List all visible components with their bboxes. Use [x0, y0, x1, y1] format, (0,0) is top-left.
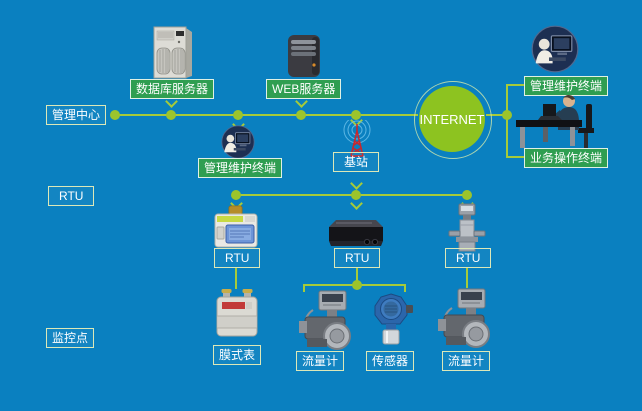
rtu-turbine-meter-icon: [448, 203, 486, 252]
node-dot: [352, 280, 362, 290]
row-label-management-center: 管理中心: [46, 105, 107, 125]
row-label-rtu: RTU: [48, 186, 95, 206]
database-server-icon: [153, 26, 192, 79]
node-dot: [351, 190, 361, 200]
business-terminal-icon: [516, 95, 594, 148]
flow-meter-left-label: 流量计: [296, 351, 345, 371]
node-dot: [462, 190, 472, 200]
connector-branch-right-tick: [404, 284, 406, 292]
management-terminal-icon: [221, 125, 255, 159]
connector-rtu3-down: [466, 267, 468, 288]
base-station-label: 基站: [333, 152, 380, 172]
node-dot: [296, 110, 306, 120]
sensor-icon: [374, 293, 413, 345]
web-server-label: WEB服务器: [266, 79, 342, 99]
connector-internet-right: [486, 114, 507, 116]
sensor-label: 传感器: [366, 351, 415, 371]
rtu-dtu-box-icon: [329, 220, 383, 246]
connector-terminal-bracket: [506, 84, 508, 158]
row-label-monitoring-point: 监控点: [46, 328, 95, 348]
internet-node: INTERNET: [419, 86, 485, 152]
arrow-down-icon: [350, 177, 363, 190]
internet-ring: [414, 81, 492, 159]
management-terminal-center-label: 管理维护终端: [198, 158, 283, 178]
flow-meter-right-label: 流量计: [442, 351, 491, 371]
connector-bracket-top-stub: [506, 84, 524, 86]
node-dot: [231, 190, 241, 200]
membrane-meter-icon: [216, 289, 258, 337]
connector-branch-left-tick: [303, 284, 305, 292]
node-dot: [502, 110, 512, 120]
database-server-label: 数据库服务器: [130, 79, 215, 99]
node-dot: [351, 110, 361, 120]
management-terminal-right-label: 管理维护终端: [524, 76, 609, 96]
web-server-icon: [288, 35, 320, 77]
flow-meter-right-icon: [438, 288, 490, 348]
rtu3-label: RTU: [445, 248, 492, 268]
flow-meter-left-icon: [299, 290, 351, 350]
rtu-smart-meter-icon: [214, 205, 258, 248]
membrane-meter-label: 膜式表: [213, 345, 262, 365]
connector-bracket-bottom-stub: [506, 156, 524, 158]
business-terminal-label: 业务操作终端: [524, 148, 609, 168]
rtu1-label: RTU: [214, 248, 261, 268]
management-terminal-right-icon: [531, 25, 579, 73]
rtu2-label: RTU: [334, 248, 381, 268]
connector-management-bus: [115, 114, 418, 116]
connector-rtu2-down: [356, 267, 358, 285]
node-dot: [233, 110, 243, 120]
node-dot: [166, 110, 176, 120]
node-dot: [110, 110, 120, 120]
connector-rtu1-down: [235, 267, 237, 289]
